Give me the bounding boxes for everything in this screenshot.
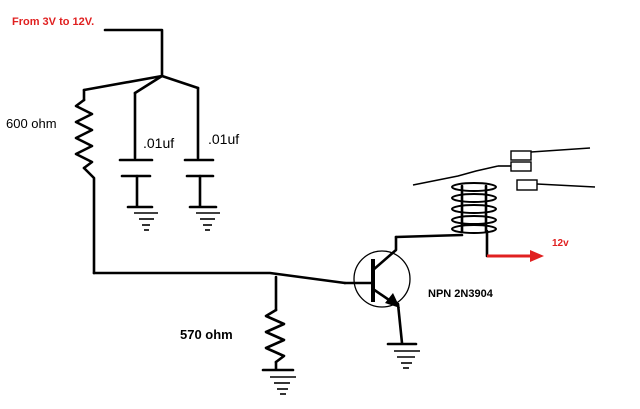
- ground-symbol-1: [126, 205, 158, 231]
- capacitor-2: [183, 86, 215, 208]
- output-arrow: [487, 250, 544, 262]
- supply-label: From 3V to 12V.: [12, 16, 95, 28]
- resistor-600-label: 600 ohm: [6, 116, 57, 131]
- capacitor-2-label: .01uf: [208, 131, 240, 147]
- supply-wire: [103, 28, 164, 78]
- transistor-label: NPN 2N3904: [428, 288, 493, 300]
- ground-symbol-4: [386, 342, 420, 369]
- top-bus: [82, 74, 200, 95]
- base-wire: [92, 271, 347, 285]
- relay-coil: [451, 182, 497, 258]
- resistor-600-ohm: [74, 88, 96, 275]
- resistor-570-ohm: [264, 275, 286, 371]
- resistor-570-label: 570 ohm: [180, 327, 233, 342]
- capacitor-1: [118, 91, 154, 208]
- ground-symbol-2: [188, 205, 220, 231]
- collector-wire: [394, 233, 464, 239]
- npn-transistor: [343, 235, 411, 345]
- ground-symbol-3: [261, 368, 296, 395]
- relay-switch: [412, 147, 596, 191]
- emitter-arrow: [385, 293, 400, 308]
- capacitor-1-label: .01uf: [143, 135, 175, 151]
- output-label: 12v: [552, 238, 569, 249]
